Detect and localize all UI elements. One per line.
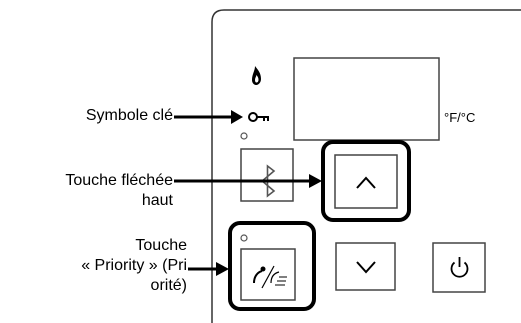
- callout-arrow-up-line1: Touche fléchée: [65, 172, 173, 189]
- display-screen: [293, 57, 440, 141]
- key-icon: [248, 112, 269, 122]
- priority-icon: [253, 265, 287, 289]
- power-icon: [450, 257, 469, 278]
- priority-button: [240, 248, 296, 301]
- power-button: [432, 242, 486, 293]
- callout-arrow-up: Touche fléchée haut: [65, 171, 173, 211]
- panel-outline: [211, 9, 521, 323]
- callout-priority: Touche « Priority » (Pri orité): [81, 236, 187, 296]
- unit-label: °F/°C: [444, 110, 476, 125]
- callout-priority-line3: orité): [150, 277, 187, 294]
- arrow-up-key: [174, 174, 322, 188]
- chevron-up-icon: [356, 176, 376, 189]
- callout-priority-line1: Touche: [135, 237, 187, 254]
- callout-key-symbol-text: Symbole clé: [85, 107, 173, 124]
- arrow-priority-key: [188, 262, 229, 276]
- flame-icon: [252, 66, 261, 85]
- callout-arrow-up-line2: haut: [141, 192, 173, 209]
- highlight-up-button: [321, 140, 411, 222]
- highlight-priority-button: [228, 221, 316, 311]
- arrow-key-symbol: [174, 110, 243, 124]
- priority-led: [240, 234, 248, 242]
- arrow-up-button: [334, 154, 398, 209]
- callout-key-symbol: Symbole clé: [86, 106, 173, 126]
- callout-priority-line2: « Priority » (Pri: [81, 257, 187, 274]
- chevron-down-icon: [356, 261, 376, 274]
- bluetooth-led: [240, 132, 248, 140]
- arrow-down-button: [335, 242, 396, 291]
